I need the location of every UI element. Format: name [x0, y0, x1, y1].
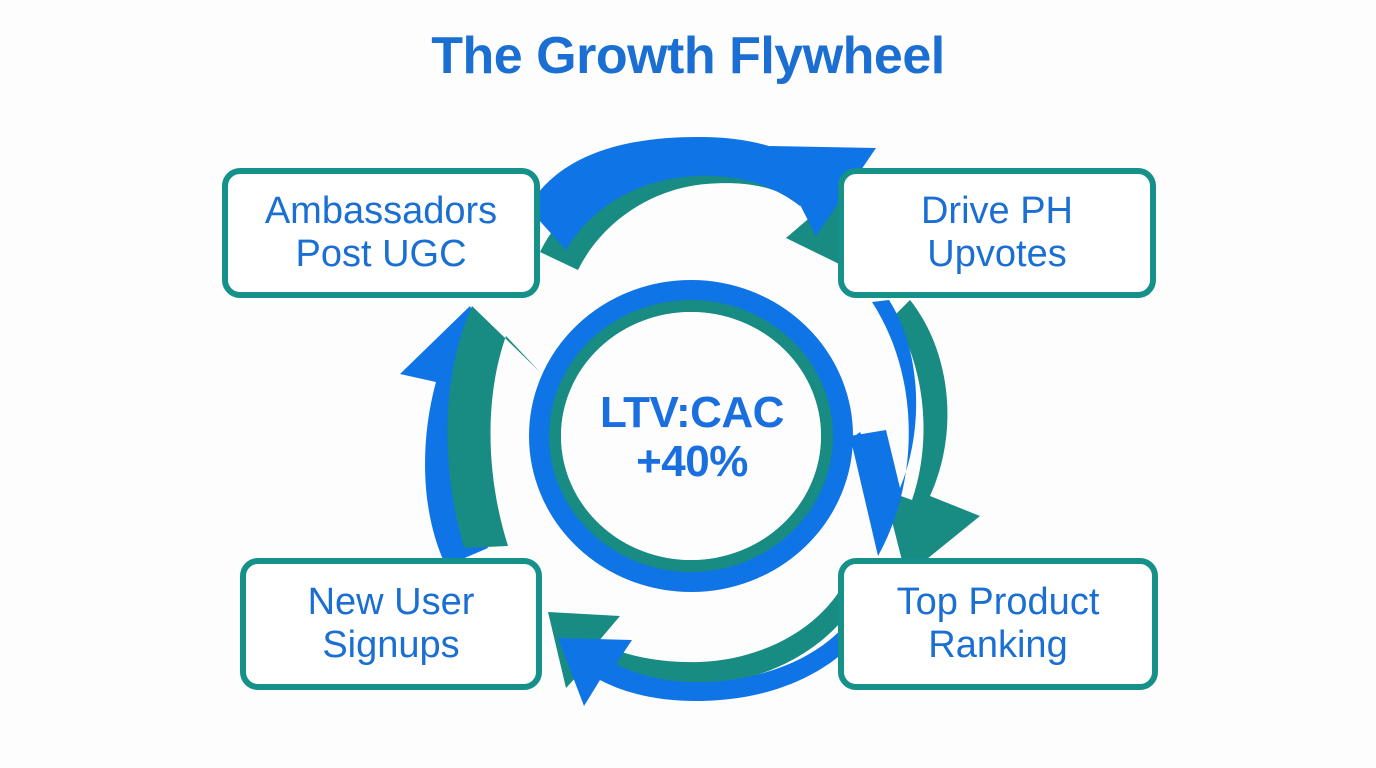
- arrow-right: [850, 300, 980, 576]
- arrow-right-blue-icon: [850, 300, 917, 556]
- node-line1: Drive PH: [920, 190, 1074, 233]
- arrow-left: [400, 306, 540, 566]
- arrow-top: [528, 136, 876, 282]
- arrow-bottom: [548, 580, 884, 706]
- hub-metric: LTV:CAC +40%: [600, 388, 784, 487]
- node-label: New User Signups: [298, 581, 485, 667]
- node-ambassadors-post-ugc[interactable]: Ambassadors Post UGC: [222, 168, 540, 298]
- node-line1: New User: [307, 581, 475, 624]
- hub: LTV:CAC +40%: [528, 292, 856, 582]
- node-new-user-signups[interactable]: New User Signups: [240, 558, 542, 690]
- arrow-top-teal-icon: [540, 162, 876, 282]
- arrow-bottom-teal-icon: [548, 580, 862, 688]
- node-top-product-ranking[interactable]: Top Product Ranking: [838, 558, 1158, 690]
- node-label: Ambassadors Post UGC: [255, 190, 507, 276]
- arrow-bottom-blue-icon: [558, 586, 884, 706]
- node-line2: Signups: [322, 624, 460, 666]
- arrow-left-blue-icon: [400, 306, 488, 566]
- arrow-right-teal-icon: [884, 300, 980, 576]
- node-line2: Post UGC: [295, 233, 467, 275]
- node-drive-ph-upvotes[interactable]: Drive PH Upvotes: [838, 168, 1156, 298]
- node-line2: Ranking: [928, 624, 1068, 666]
- arrow-left-teal-icon: [447, 306, 540, 548]
- hub-metric-line2: +40%: [636, 437, 748, 486]
- node-label: Top Product Ranking: [887, 581, 1110, 667]
- node-line1: Ambassadors: [264, 190, 498, 233]
- page-title: The Growth Flywheel: [431, 27, 945, 85]
- hub-metric-line1: LTV:CAC: [600, 387, 784, 437]
- node-label: Drive PH Upvotes: [911, 190, 1083, 276]
- arrow-top-blue-icon: [528, 136, 876, 250]
- node-line2: Upvotes: [927, 233, 1067, 275]
- node-line1: Top Product: [896, 581, 1100, 624]
